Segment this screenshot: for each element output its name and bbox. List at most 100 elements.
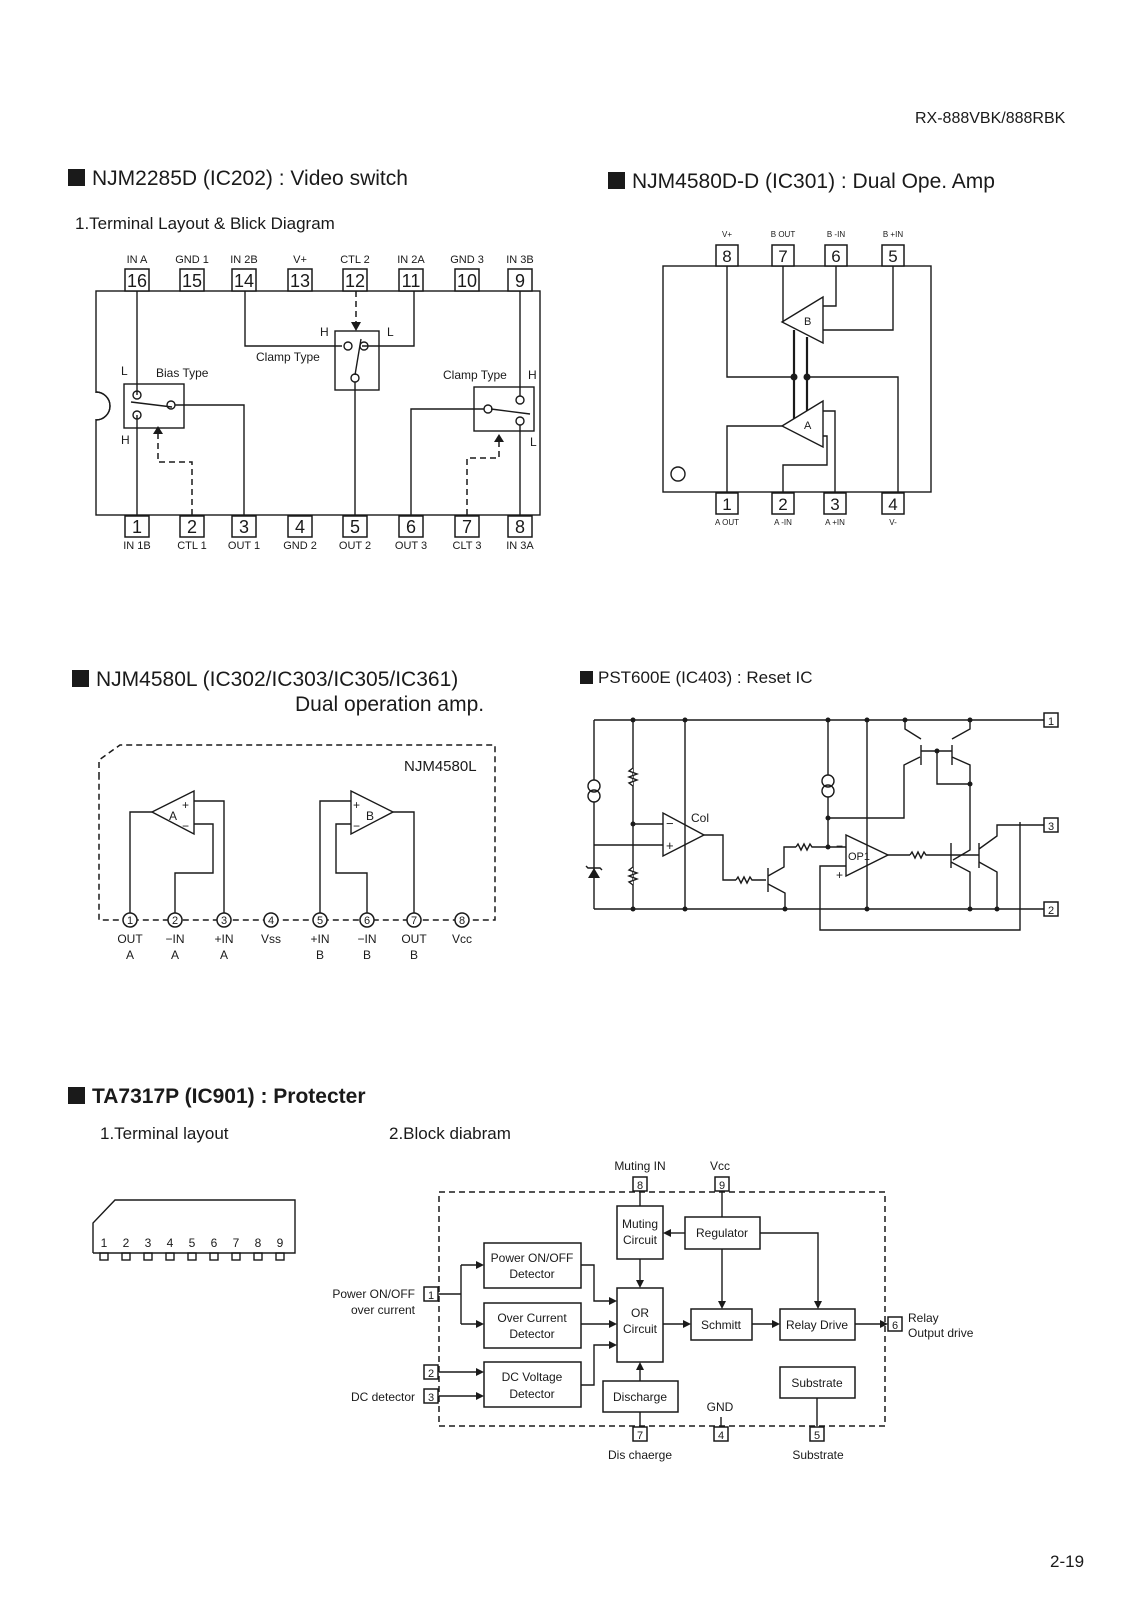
svg-text:16: 16 [127, 271, 147, 291]
switch-state-label: L [121, 364, 128, 378]
minus-sign: − [182, 819, 189, 833]
pin-3: 3 [423, 1388, 439, 1404]
pin-label: Vcc [710, 1159, 730, 1173]
zener-diode-icon [588, 868, 600, 878]
svg-text:10: 10 [457, 271, 477, 291]
switch-state-label: H [320, 325, 329, 339]
pin-8: 8 IN 3A [506, 515, 534, 552]
pin-label: Relay [908, 1311, 939, 1325]
block-power-onoff-detector: Power ON/OFF Detector [483, 1242, 582, 1289]
svg-text:5: 5 [317, 915, 323, 927]
svg-text:8: 8 [515, 517, 525, 537]
package-pin-1: 1 [99, 1236, 109, 1261]
package-pin-9: 9 [275, 1236, 285, 1261]
pin-6: 6B -IN [824, 230, 848, 267]
pin-label: −IN [165, 932, 184, 946]
chip-label: NJM4580L [404, 758, 477, 775]
pin-label: V+ [722, 230, 732, 239]
pin-1: 1A OUT [715, 492, 739, 527]
pin-label: +IN [310, 932, 329, 946]
svg-text:8: 8 [637, 1180, 643, 1192]
pin-label: V- [889, 518, 897, 527]
svg-text:Detector: Detector [509, 1267, 554, 1281]
opamp-a-label: A [804, 420, 812, 432]
opamp-b-label: B [804, 316, 811, 328]
current-source-icon [587, 779, 601, 793]
section-title-text: TA7317P (IC901) : Protecter [92, 1085, 366, 1108]
pin-2: 2A -IN [771, 492, 795, 527]
pin-label: Vss [261, 932, 281, 946]
pin-label: IN 3A [506, 540, 534, 552]
svg-text:2: 2 [1048, 905, 1054, 917]
plus-sign: + [353, 798, 360, 812]
block-or-circuit: OR Circuit [616, 1287, 664, 1363]
svg-text:Over Current: Over Current [497, 1311, 567, 1325]
svg-text:Discharge: Discharge [613, 1390, 667, 1404]
pin1-marker [670, 466, 686, 482]
svg-text:Detector: Detector [509, 1327, 554, 1341]
resistor-icon [627, 866, 639, 886]
bullet-square-icon [608, 172, 625, 189]
svg-text:6: 6 [406, 517, 416, 537]
svg-text:5: 5 [189, 1236, 196, 1250]
svg-text:3: 3 [830, 495, 839, 514]
section-title-text: PST600E (IC403) : Reset IC [598, 668, 813, 687]
svg-text:OR: OR [631, 1306, 649, 1320]
pin-label: GND [707, 1400, 734, 1414]
section-title-text: NJM4580D-D (IC301) : Dual Ope. Amp [632, 170, 995, 193]
svg-text:Power ON/OFF: Power ON/OFF [491, 1251, 574, 1265]
pin-label: A +IN [825, 518, 845, 527]
pin-7: 7B OUT [771, 230, 795, 267]
pin-9: 9 [714, 1176, 730, 1192]
pin-label: OUT 3 [395, 540, 427, 552]
bias-type-label: Bias Type [156, 366, 209, 380]
svg-text:2: 2 [428, 1368, 434, 1380]
section-title-text: NJM4580L (IC302/IC303/IC305/IC361) [96, 668, 459, 691]
svg-text:Regulator: Regulator [696, 1226, 748, 1240]
block-schmitt: Schmitt [690, 1308, 753, 1341]
section-title-njm4580d: NJM4580D-D (IC301) : Dual Ope. Amp [608, 170, 995, 194]
switch-state-label: L [530, 435, 537, 449]
svg-text:7: 7 [233, 1236, 240, 1250]
pin-label: over current [351, 1303, 416, 1317]
pin-1: 1 [423, 1286, 439, 1302]
pin-label: B [410, 948, 418, 962]
resistor-icon [735, 875, 766, 885]
svg-text:1: 1 [101, 1236, 108, 1250]
resistor-icon [795, 842, 828, 852]
svg-text:13: 13 [290, 271, 310, 291]
minus-sign: − [353, 819, 360, 833]
svg-text:2: 2 [172, 915, 178, 927]
pin-5: 5+INB [310, 912, 330, 962]
svg-text:1: 1 [1048, 716, 1054, 728]
package-pin-4: 4 [165, 1236, 175, 1261]
pin-5: 5 [809, 1426, 825, 1442]
svg-text:1: 1 [127, 915, 133, 927]
plus-sign: + [836, 868, 843, 882]
pin-8: 8 [632, 1176, 648, 1192]
pin-1: 1IN 1B [123, 515, 151, 552]
document-model-header: RX-888VBK/888RBK [915, 110, 1066, 127]
bullet-square-icon [72, 670, 89, 687]
svg-text:3: 3 [239, 517, 249, 537]
bullet-square-icon [68, 169, 85, 186]
svg-text:4: 4 [888, 495, 897, 514]
pin-7: 7 [632, 1426, 648, 1442]
minus-sign: − [666, 816, 674, 831]
pin-label: IN A [127, 254, 148, 266]
pin-label: −IN [357, 932, 376, 946]
switch-state-label: L [387, 325, 394, 339]
ic-package-body [662, 265, 932, 493]
pin-label: A [220, 948, 228, 962]
svg-text:4: 4 [167, 1236, 174, 1250]
svg-text:Circuit: Circuit [623, 1233, 658, 1247]
